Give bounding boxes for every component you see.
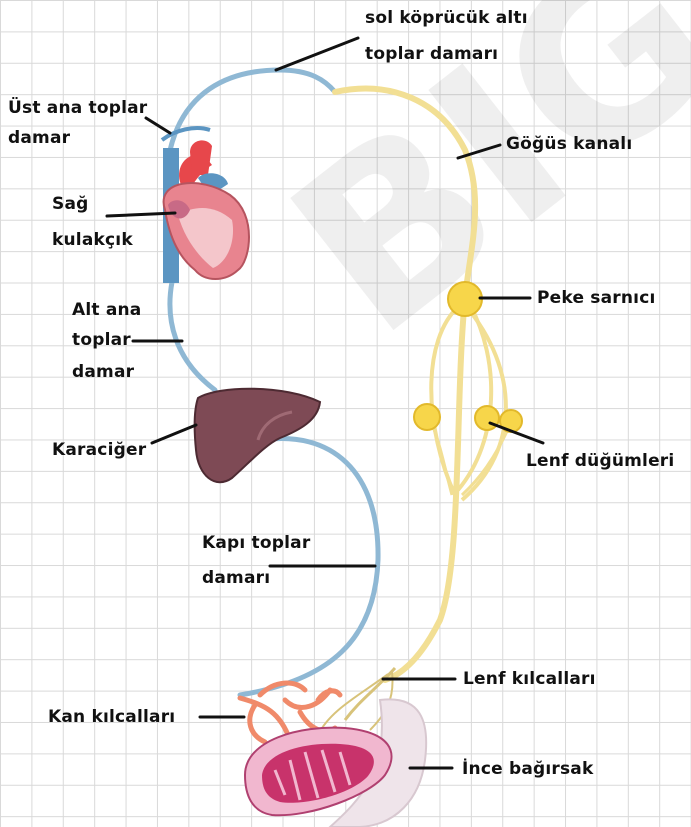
label-subclavian-line2: toplar damarı bbox=[365, 38, 498, 70]
label-lymph-nodes: Lenf düğümleri bbox=[526, 445, 674, 477]
inferior-vena-cava bbox=[170, 282, 215, 390]
small-intestine bbox=[245, 699, 426, 827]
label-svc-line2: damar bbox=[8, 122, 70, 154]
label-svc-line1: Üst ana toplar bbox=[8, 92, 147, 124]
label-small-intestine: İnce bağırsak bbox=[462, 753, 593, 785]
label-lymph-capillaries: Lenf kılcalları bbox=[463, 663, 596, 695]
label-cisterna-chyli: Peke sarnıcı bbox=[537, 282, 656, 314]
heart bbox=[163, 140, 249, 283]
cisterna-chyli bbox=[448, 282, 482, 316]
label-ivc-line3: damar bbox=[72, 356, 134, 388]
label-right-atrium-line1: Sağ bbox=[52, 188, 88, 220]
label-portal-line2: damarı bbox=[202, 562, 270, 594]
label-right-atrium-line2: kulakçık bbox=[52, 224, 133, 256]
label-blood-capillaries: Kan kılcalları bbox=[48, 701, 175, 733]
label-thoracic-duct: Göğüs kanalı bbox=[506, 128, 632, 160]
label-ivc-line2: toplar bbox=[72, 324, 131, 356]
label-subclavian-line1: sol köprücük altı bbox=[365, 2, 528, 34]
label-liver: Karaciğer bbox=[52, 434, 146, 466]
lymph-node bbox=[414, 404, 440, 430]
label-ivc-line1: Alt ana bbox=[72, 294, 141, 326]
liver bbox=[195, 389, 320, 483]
label-portal-line1: Kapı toplar bbox=[202, 527, 310, 559]
